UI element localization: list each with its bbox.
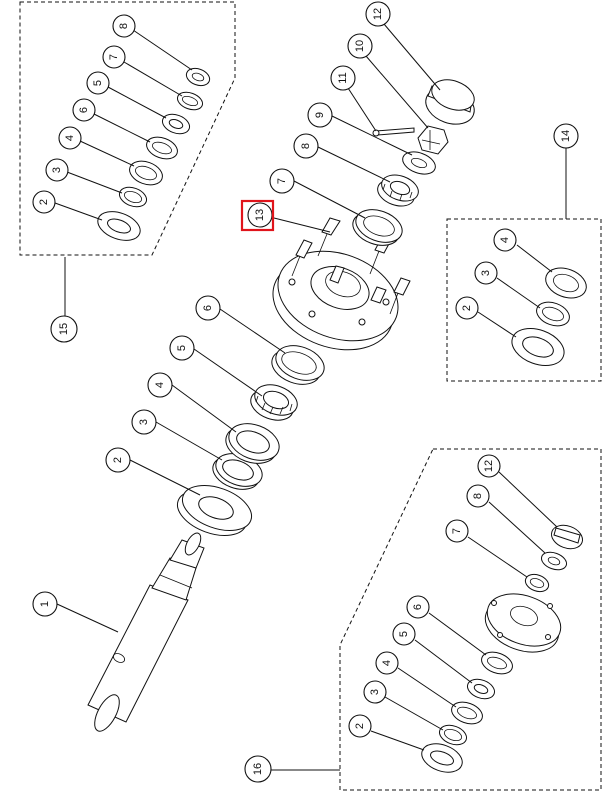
svg-text:12: 12: [372, 8, 384, 20]
shaft-part: [87, 532, 205, 732]
callout-14: 14: [553, 123, 579, 149]
svg-text:2: 2: [354, 723, 366, 729]
callout-7: 7: [269, 168, 295, 194]
kit15-callout-4: 4: [58, 126, 82, 150]
kit-16-box: [339, 448, 602, 791]
kit15-callout-3: 3: [45, 158, 69, 182]
svg-text:11: 11: [337, 72, 349, 83]
kit-15-parts: [97, 67, 211, 241]
svg-text:3: 3: [138, 419, 150, 425]
cotter-pin-part-11: [372, 127, 415, 137]
svg-text:7: 7: [451, 528, 463, 534]
svg-text:6: 6: [78, 107, 90, 113]
kit15-callout-6: 6: [72, 98, 96, 122]
callout-15: 15: [50, 315, 78, 343]
callout-4: 4: [147, 372, 173, 398]
race-part-7: [352, 209, 403, 246]
kit16-callout-6: 6: [406, 595, 430, 619]
svg-text:4: 4: [381, 660, 393, 666]
svg-text:7: 7: [108, 54, 120, 60]
svg-text:15: 15: [58, 323, 70, 335]
kit14-callout-2: 2: [455, 296, 479, 320]
kit16-callout-12: 12: [477, 454, 501, 478]
kit15-callout-7: 7: [102, 45, 126, 69]
svg-text:10: 10: [354, 40, 366, 52]
svg-text:4: 4: [499, 237, 511, 243]
svg-text:6: 6: [412, 604, 424, 610]
callout-10: 10: [347, 33, 373, 59]
svg-text:5: 5: [176, 345, 188, 351]
svg-text:2: 2: [112, 457, 124, 463]
kit-15-box: [19, 1, 236, 256]
svg-text:1: 1: [39, 601, 51, 607]
svg-text:3: 3: [51, 167, 63, 173]
kit16-callout-8: 8: [466, 484, 490, 508]
svg-text:3: 3: [480, 270, 492, 276]
race-part-4: [225, 423, 280, 464]
callout-11: 11: [330, 65, 356, 91]
callout-13-highlight: [240, 199, 275, 232]
svg-text:8: 8: [300, 143, 312, 149]
kit16-callout-5: 5: [392, 622, 416, 646]
svg-text:2: 2: [461, 305, 473, 311]
leader-lines: [54, 23, 567, 771]
callout-5: 5: [169, 335, 195, 361]
svg-text:5: 5: [92, 80, 104, 86]
kit15-callout-8: 8: [112, 14, 136, 38]
svg-text:8: 8: [472, 493, 484, 499]
race-part-6: [271, 345, 325, 385]
callout-9: 9: [307, 102, 333, 128]
callout-6: 6: [195, 295, 221, 321]
dust-cap-part-12: [425, 79, 475, 125]
svg-text:12: 12: [483, 460, 495, 472]
kit15-callout-5: 5: [86, 71, 110, 95]
svg-text:7: 7: [276, 178, 288, 184]
callout-13: 13: [240, 199, 275, 232]
bearing-part-5: [250, 384, 298, 421]
callout-8: 8: [293, 133, 319, 159]
svg-text:14: 14: [560, 130, 572, 142]
kit-14-box: [446, 218, 602, 382]
kit-16-parts: [421, 524, 583, 773]
svg-text:9: 9: [314, 112, 326, 118]
svg-text:5: 5: [398, 631, 410, 637]
callout-3: 3: [131, 409, 157, 435]
svg-text:2: 2: [38, 199, 50, 205]
kit16-callout-7: 7: [445, 519, 469, 543]
kit16-callout-4: 4: [375, 651, 399, 675]
kit16-callout-2: 2: [348, 714, 372, 738]
kit15-callout-2: 2: [32, 190, 56, 214]
bearing-part-8: [377, 174, 419, 207]
callout-1: 1: [32, 591, 58, 617]
kit14-callout-4: 4: [493, 228, 517, 252]
kit-14-parts: [511, 267, 587, 366]
callout-12: 12: [365, 1, 391, 27]
svg-text:4: 4: [64, 135, 76, 141]
svg-text:4: 4: [154, 382, 166, 388]
callout-16: 16: [244, 755, 272, 783]
nut-part-10: [417, 125, 449, 155]
kit16-callout-3: 3: [363, 680, 387, 704]
stud-bolts-part-13: [291, 217, 411, 315]
kit14-callout-3: 3: [474, 261, 498, 285]
callout-2: 2: [105, 447, 131, 473]
svg-text:3: 3: [369, 689, 381, 695]
svg-text:16: 16: [252, 763, 264, 775]
svg-text:13: 13: [254, 209, 266, 221]
svg-text:8: 8: [118, 23, 130, 29]
svg-text:6: 6: [202, 305, 214, 311]
seal-part-2: [176, 485, 253, 536]
hub-part: [272, 250, 399, 351]
washer-part-9: [402, 151, 436, 175]
